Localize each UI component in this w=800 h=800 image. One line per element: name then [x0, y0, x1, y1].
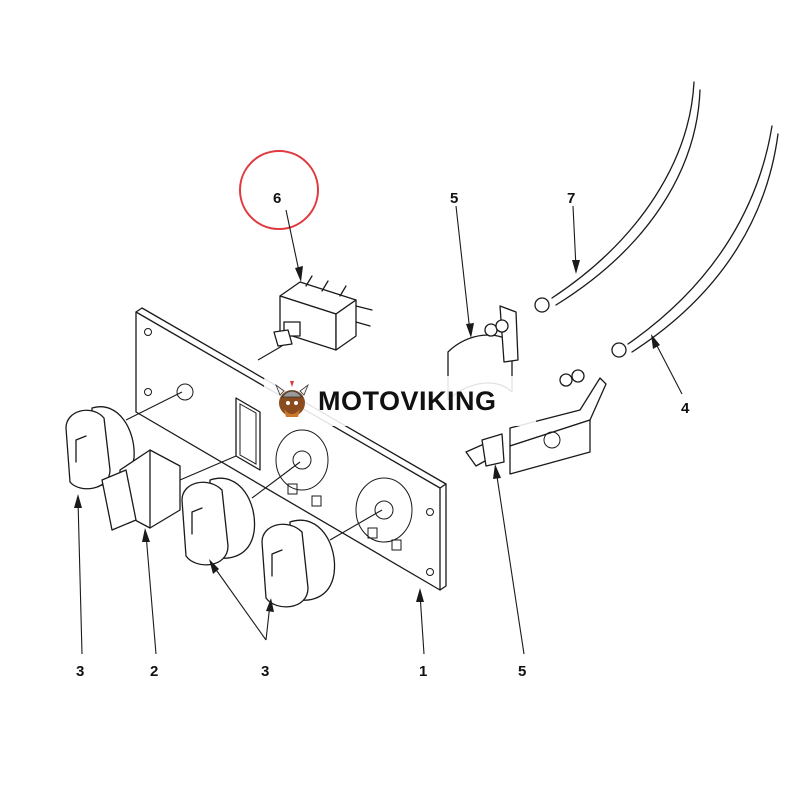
callout-2: 2	[150, 663, 158, 680]
leader-2	[142, 528, 157, 655]
knob-3-mid-upper	[181, 461, 301, 566]
leader-6	[285, 209, 303, 282]
rocker-switch-2	[101, 449, 237, 531]
leader-1	[416, 588, 425, 655]
callout-1: 1	[419, 663, 427, 680]
callout-5-top: 5	[450, 190, 458, 207]
knob-3-left	[65, 391, 183, 490]
callout-3-left: 3	[76, 663, 84, 680]
switch-6	[257, 275, 373, 361]
cable-4	[611, 125, 779, 358]
callout-4: 4	[681, 400, 690, 417]
callout-3-mid: 3	[261, 663, 269, 680]
leader-3-left	[74, 494, 83, 655]
cable-7	[534, 81, 701, 313]
callout-7: 7	[567, 190, 575, 207]
watermark-banner: MOTOVIKING	[264, 376, 536, 426]
leader-5-top	[455, 205, 474, 338]
watermark-text: MOTOVIKING	[318, 385, 497, 416]
leader-3-mid	[209, 559, 274, 641]
knob-3-mid-lower	[261, 509, 383, 608]
viking-logo-icon	[275, 381, 309, 417]
callout-5-bottom: 5	[518, 663, 526, 680]
leader-5-bottom	[493, 464, 525, 655]
callout-6: 6	[273, 190, 281, 207]
leader-4	[651, 334, 683, 395]
bracket-lower	[465, 369, 607, 475]
highlight-circle	[239, 150, 319, 230]
leader-7	[572, 205, 580, 274]
